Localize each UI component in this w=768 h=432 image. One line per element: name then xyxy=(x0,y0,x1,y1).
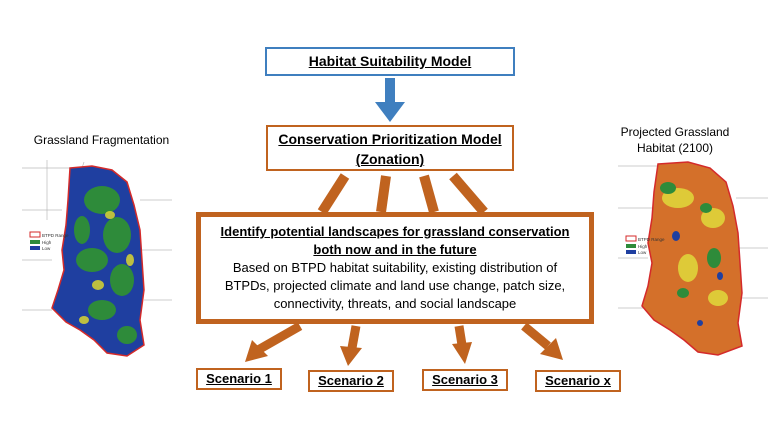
identify-desc-line1: Based on BTPD habitat suitability, exist… xyxy=(232,260,558,275)
arrows-conservation-to-identify xyxy=(317,172,488,216)
habitat-mid-patches xyxy=(79,211,134,324)
identify-desc-line2: BTPDs, projected climate and land use ch… xyxy=(224,278,566,293)
scenario-3-box: Scenario 3 xyxy=(422,369,508,391)
scenario-3-label: Scenario 3 xyxy=(432,372,498,387)
legend-high-swatch-right xyxy=(626,244,636,248)
right-map-legend: BTPD Range High Low xyxy=(625,235,665,255)
habitat-high-patches xyxy=(74,186,137,344)
legend-high-swatch xyxy=(30,240,40,244)
legend-low-label-right: Low xyxy=(638,250,647,255)
scenario-x-box: Scenario x xyxy=(535,370,621,392)
scenario-2-box: Scenario 2 xyxy=(308,370,394,392)
arrow-habitat-to-conservation xyxy=(375,78,405,122)
projected-grassland-habitat-map: BTPD Range High Low xyxy=(618,161,768,356)
legend-high-label: High xyxy=(42,240,52,245)
left-map-legend: BTPD Range High Low xyxy=(29,231,69,251)
legend-range-label-right: BTPD Range xyxy=(638,237,665,242)
arrows-identify-to-scenarios xyxy=(245,322,563,366)
legend-low-swatch-right xyxy=(626,250,636,254)
legend-high-label-right: High xyxy=(638,244,648,249)
right-map-title-line1: Projected Grassland xyxy=(620,125,730,139)
scenario-1-label: Scenario 1 xyxy=(206,371,272,386)
right-map-title-line2: Habitat (2100) xyxy=(636,141,714,155)
legend-range-swatch-right xyxy=(625,235,637,242)
conservation-model-line2: (Zonation) xyxy=(355,151,425,167)
identify-title-line2: both now and in the future xyxy=(313,242,477,257)
conservation-prioritization-model-box: Conservation Prioritization Model (Zonat… xyxy=(266,125,514,171)
scenario-2-label: Scenario 2 xyxy=(318,373,384,388)
projected-high-patches xyxy=(660,182,721,298)
legend-range-label: BTPD Range xyxy=(42,233,69,238)
right-map-title: Projected Grassland Habitat (2100) xyxy=(600,124,750,156)
habitat-suitability-model-box: Habitat Suitability Model xyxy=(265,47,515,76)
habitat-suitability-model-label: Habitat Suitability Model xyxy=(308,53,472,69)
scenario-1-box: Scenario 1 xyxy=(196,368,282,390)
projected-low-patches xyxy=(672,231,723,326)
identify-landscapes-box: Identify potential landscapes for grassl… xyxy=(196,212,594,324)
legend-low-swatch xyxy=(30,246,40,250)
scenario-x-label: Scenario x xyxy=(545,373,611,388)
identify-title-line1: Identify potential landscapes for grassl… xyxy=(220,224,570,239)
left-map-title-text: Grassland Fragmentation xyxy=(33,133,170,147)
grassland-fragmentation-map: BTPD Range High Low xyxy=(22,160,172,357)
legend-low-label: Low xyxy=(42,246,51,251)
left-map-title: Grassland Fragmentation xyxy=(14,132,189,148)
legend-range-swatch xyxy=(29,231,41,238)
identify-desc-line3: connectivity, threats, and social landsc… xyxy=(273,296,517,311)
conservation-model-line1: Conservation Prioritization Model xyxy=(278,131,502,147)
